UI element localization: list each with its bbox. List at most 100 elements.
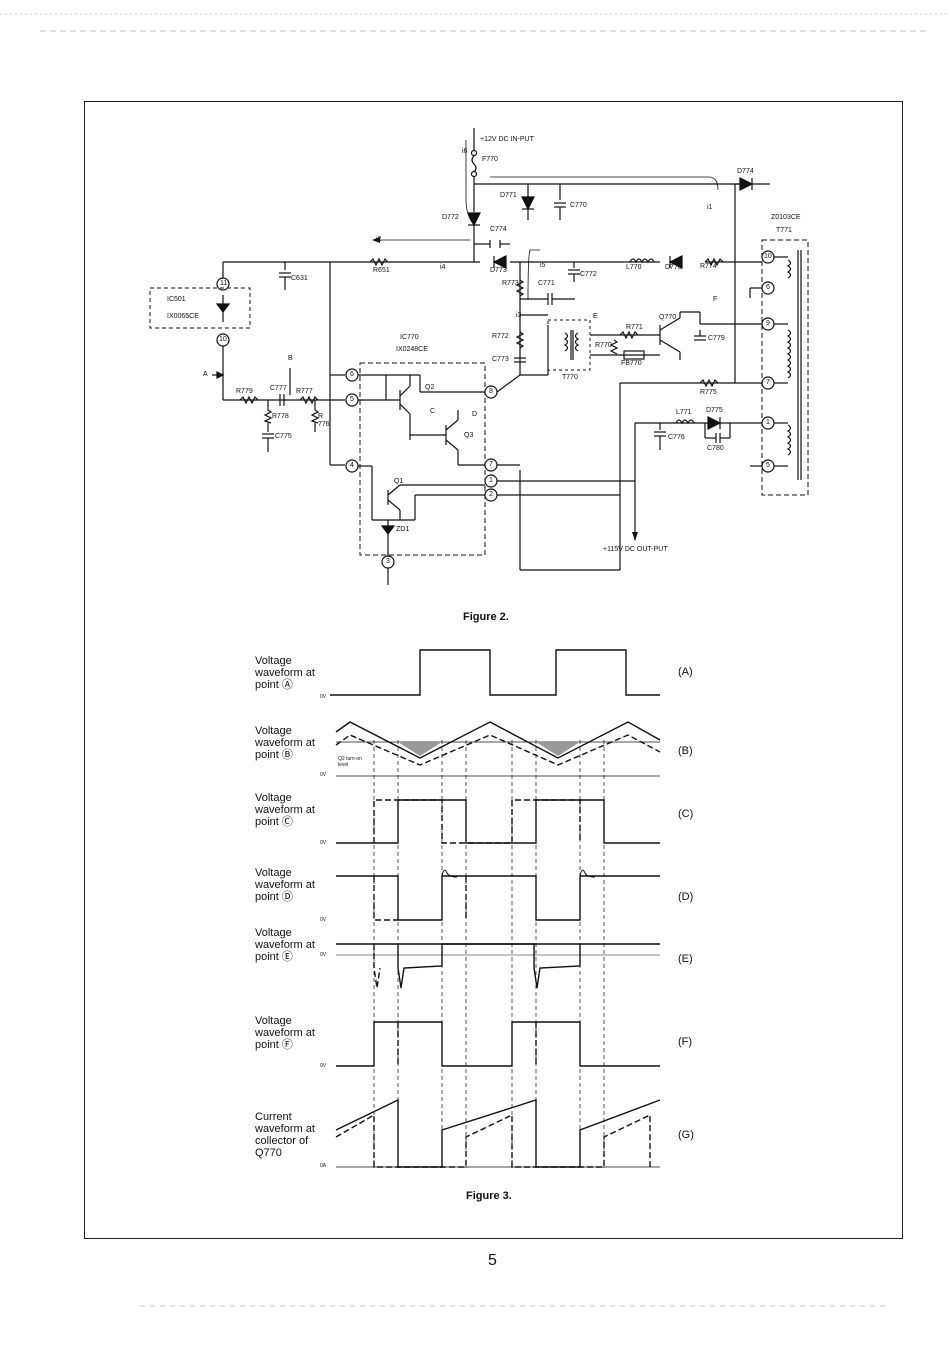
label-a: A	[203, 371, 208, 378]
label-c770: C770	[570, 202, 587, 209]
label-d-point: D	[472, 411, 478, 418]
label-q1: Q1	[394, 478, 404, 485]
label-l770: L770	[626, 264, 642, 271]
label-i5: i5	[540, 262, 546, 269]
pin-4: 4	[350, 462, 354, 469]
label-r779: R779	[236, 388, 253, 395]
waveform-letter-g: (G)	[678, 1129, 694, 1141]
t771-pin-1: 1	[766, 419, 770, 426]
label-d773: D773	[490, 267, 507, 274]
pin-3: 3	[386, 558, 390, 565]
waveform-label-b: Voltage waveform at point Ⓑ	[255, 725, 315, 761]
waveform-letter-f: (F)	[678, 1036, 693, 1048]
label-d770: D770	[665, 264, 682, 271]
figure3-caption: Figure 3.	[466, 1190, 512, 1202]
label-b: B	[288, 355, 293, 362]
zero-level-f: 0V	[320, 1063, 327, 1069]
label-ic770: IC770	[400, 334, 419, 341]
waveform-label-d: Voltage waveform at point Ⓓ	[255, 867, 315, 903]
label-r775: R775	[700, 389, 717, 396]
zero-level-b: 0V	[320, 772, 327, 778]
label-r776: R 776	[318, 413, 330, 428]
page-number: 5	[488, 1252, 497, 1269]
pin-7: 7	[489, 461, 493, 468]
pin-5: 5	[350, 396, 354, 403]
label-i1: i1	[707, 204, 713, 211]
zero-level-c: 0V	[320, 840, 327, 846]
waveform-letter-b: (B)	[678, 745, 693, 757]
label-c772: C772	[580, 271, 597, 278]
label-c780: C780	[707, 445, 724, 452]
t771-pin-10: 10	[764, 253, 772, 260]
label-c774: C774	[490, 226, 507, 233]
t771-pin-5: 5	[766, 462, 770, 469]
label-z0103ce: Z0103CE	[771, 214, 801, 221]
label-f770: F770	[482, 156, 498, 163]
pin-11: 11	[220, 280, 228, 287]
label-r774: R774	[700, 263, 717, 270]
zero-level-g: 0A	[320, 1163, 327, 1169]
label-fb770: FB770	[621, 360, 642, 367]
label-d771: D771	[500, 192, 517, 199]
label-r772: R772	[492, 333, 509, 340]
label-c776: C776	[668, 434, 685, 441]
label-dc-in: +12V DC IN-PUT	[480, 136, 534, 143]
label-ix0248ce: IX0248CE	[396, 346, 428, 353]
pin-1: 1	[489, 477, 493, 484]
zero-level-e: 0V	[320, 952, 327, 958]
waveform-label-g: Current waveform at collector of Q770	[255, 1111, 315, 1159]
label-dc-out: +115V DC OUT-PUT	[603, 546, 668, 553]
label-c-point: C	[430, 408, 436, 415]
waveform-label-c: Voltage waveform at point Ⓒ	[255, 792, 315, 828]
label-r771: R771	[626, 324, 643, 331]
t771-pin-7: 7	[766, 379, 770, 386]
waveform-letter-a: (A)	[678, 666, 693, 678]
q2-turn-on-note: Q2 turn-on level	[338, 756, 362, 768]
pin-8: 8	[489, 388, 493, 395]
t771-pin-9: 9	[766, 320, 770, 327]
label-c773: C773	[492, 356, 509, 363]
label-d772: D772	[442, 214, 459, 221]
label-c775: C775	[275, 433, 292, 440]
label-ic501: IC501	[167, 296, 186, 303]
waveform-label-e: Voltage waveform at point Ⓔ	[255, 927, 315, 963]
label-zd1: ZD1	[396, 526, 410, 533]
label-l771: L771	[676, 409, 692, 416]
pin-6: 6	[350, 371, 354, 378]
zero-level-a: 0V	[320, 694, 327, 700]
waveform-letter-e: (E)	[678, 953, 693, 965]
label-t771: T771	[776, 227, 792, 234]
label-d775: D775	[706, 407, 723, 414]
label-c779: C779	[708, 335, 725, 342]
waveform-label-a: Voltage waveform at point Ⓐ	[255, 655, 315, 691]
t771-pin-6: 6	[766, 284, 770, 291]
figure-frame	[84, 101, 903, 1239]
label-r770: R770	[595, 342, 612, 349]
label-i2: i2	[376, 236, 382, 243]
label-i6: i6	[462, 148, 468, 155]
label-c771: C771	[538, 280, 555, 287]
label-r777: R777	[296, 388, 313, 395]
label-t770: T770	[562, 374, 578, 381]
waveform-letter-d: (D)	[678, 891, 694, 903]
label-q2: Q2	[425, 384, 435, 391]
label-r651: R651	[373, 267, 390, 274]
waveform-label-f: Voltage waveform at point Ⓕ	[255, 1015, 315, 1051]
label-f: F	[713, 296, 718, 303]
label-r773: R773	[502, 280, 519, 287]
label-q3: Q3	[464, 432, 474, 439]
label-c631: C631	[291, 275, 308, 282]
label-c777: C777	[270, 385, 287, 392]
zero-level-d: 0V	[320, 917, 327, 923]
label-r778: R778	[272, 413, 289, 420]
label-i4: i4	[440, 264, 446, 271]
pin-2: 2	[489, 491, 493, 498]
label-i3: i3	[516, 312, 522, 319]
label-e: E	[593, 313, 598, 320]
label-d774: D774	[737, 168, 754, 175]
label-q770: Q770	[659, 314, 677, 321]
pin-10: 10	[219, 336, 227, 343]
figure2-caption: Figure 2.	[463, 611, 509, 623]
